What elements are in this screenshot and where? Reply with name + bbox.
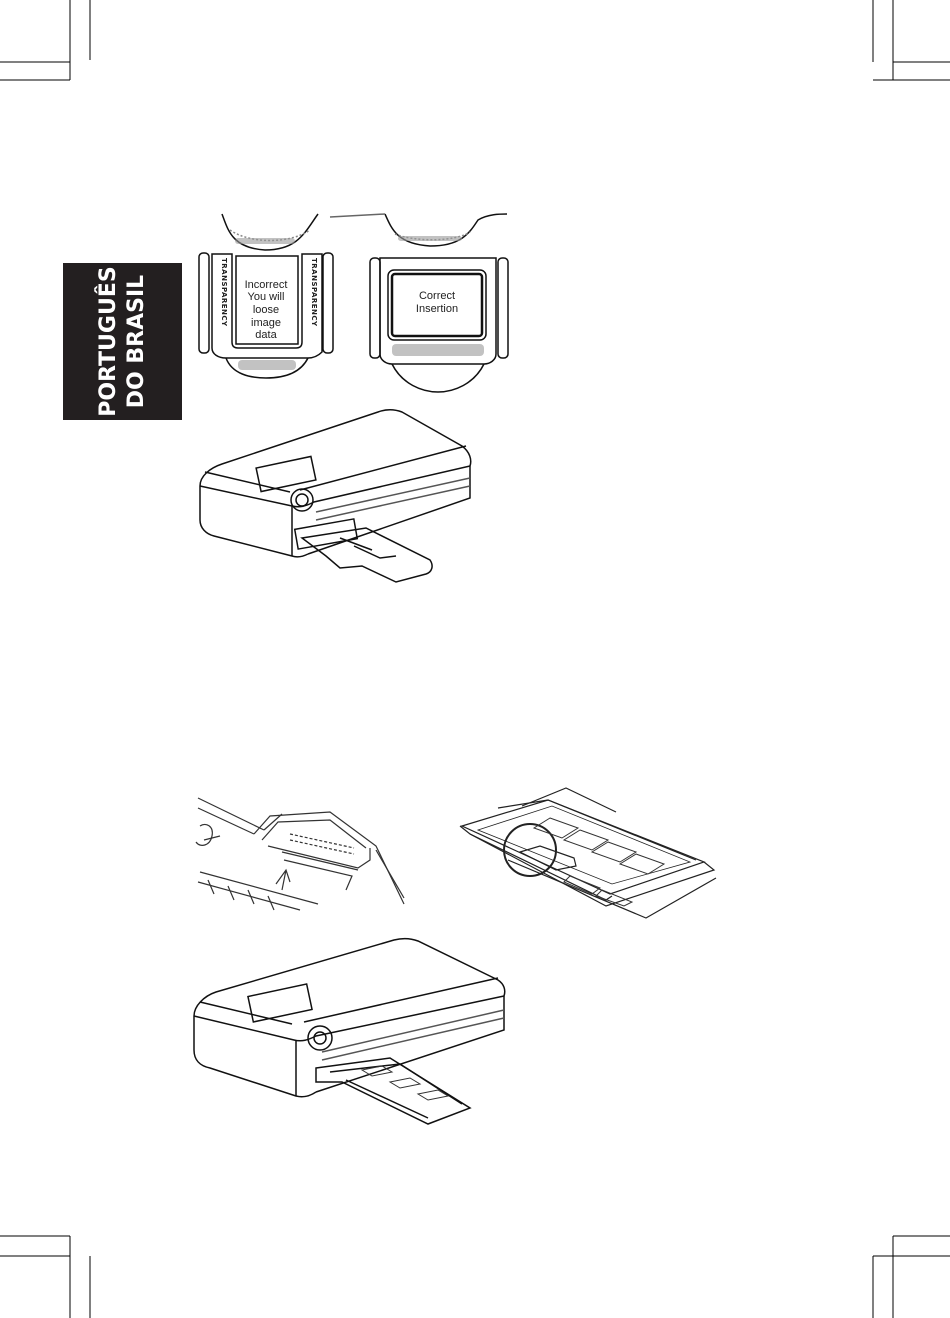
scanner-film-holder-figure <box>0 0 950 1318</box>
